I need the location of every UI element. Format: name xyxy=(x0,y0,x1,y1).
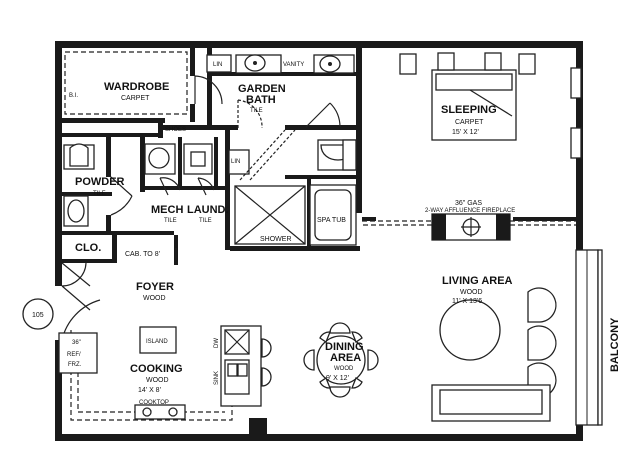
living-label: LIVING AREA xyxy=(442,275,513,287)
dining-floor: WOOD xyxy=(334,366,354,372)
fireplace-label-2: 2-WAY AFFLUENCE FIREPLACE xyxy=(425,208,515,214)
mech-floor: TILE xyxy=(164,218,177,224)
cooking-label: COOKING xyxy=(130,363,183,375)
garden-bath-label-2: BATH xyxy=(246,94,276,106)
living-size: 11' X 13'6 xyxy=(452,298,482,305)
powder-floor: TILE xyxy=(93,191,106,197)
fireplace xyxy=(431,213,511,241)
wardrobe-label: WARDROBE xyxy=(104,81,169,93)
laund-floor: TILE xyxy=(199,218,212,224)
interior-walls xyxy=(55,48,576,434)
ref-label-3: FRZ. xyxy=(68,362,82,368)
dining-label-1: DINING xyxy=(325,341,364,353)
dining-label-2: AREA xyxy=(330,352,361,364)
foyer-floor: WOOD xyxy=(143,295,166,302)
bi-label: B.I. xyxy=(69,93,78,99)
unit-number-bubble xyxy=(22,298,54,330)
cooking-size: 14' X 8' xyxy=(138,387,161,394)
clo-label: CLO. xyxy=(75,242,101,254)
windows xyxy=(570,67,603,426)
shower-label: SHOWER xyxy=(260,236,292,243)
exterior-walls xyxy=(55,41,583,441)
wardrobe-floor: CARPET xyxy=(121,95,150,102)
unit-number-label: 105 xyxy=(32,312,44,319)
spa-tub-label: SPA TUB xyxy=(317,217,346,224)
garden-bath-label-1: GARDEN xyxy=(238,83,286,95)
dining-size: 9' X 12' xyxy=(326,375,349,382)
sleeping-floor: CARPET xyxy=(455,119,484,126)
sink-label: SINK xyxy=(214,371,220,385)
ref-label-2: REF/ xyxy=(67,352,81,358)
dw-label: DW xyxy=(214,338,220,348)
bath-fixtures xyxy=(206,54,357,246)
vanity-label: VANITY xyxy=(283,62,304,68)
lin-top-label: LIN xyxy=(213,62,222,68)
balcony-label: BALCONY xyxy=(609,317,621,372)
utility-fixtures xyxy=(63,143,213,227)
laund-label: LAUND. xyxy=(187,204,229,216)
island-label: ISLAND xyxy=(146,339,168,345)
shoes-label: SHOES xyxy=(165,127,186,133)
powder-label: POWDER xyxy=(75,176,125,188)
mech-label: MECH xyxy=(151,204,183,216)
cooking-floor: WOOD xyxy=(146,377,169,384)
lin-mid-label: LIN xyxy=(231,159,240,165)
bedroom-fixtures xyxy=(399,52,536,141)
living-fixtures xyxy=(58,287,557,422)
living-floor: WOOD xyxy=(460,289,483,296)
fireplace-label-1: 36" GAS xyxy=(455,200,482,207)
cab-label: CAB. TO 8' xyxy=(125,251,160,258)
room-labels: B.I. WARDROBE CARPET LIN VANITY GARDEN B… xyxy=(32,62,621,406)
foyer-label: FOYER xyxy=(136,281,174,293)
sleeping-label: SLEEPING xyxy=(441,104,497,116)
garden-bath-floor: TILE xyxy=(250,108,263,114)
ref-label-1: 36" xyxy=(72,340,81,346)
cooktop-label: COOKTOP xyxy=(139,400,169,406)
sleeping-size: 15' X 12' xyxy=(452,129,479,136)
